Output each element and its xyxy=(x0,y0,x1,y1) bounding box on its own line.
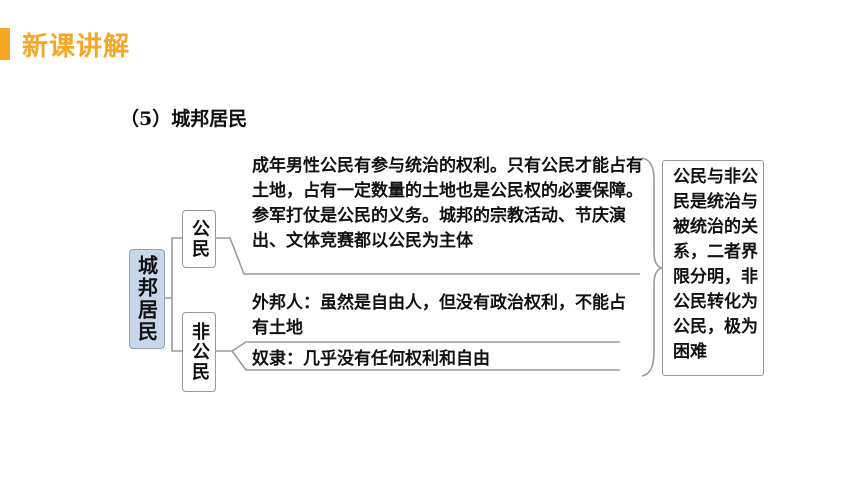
connector-noncitizen-slave xyxy=(231,350,620,371)
node-noncitizen: 非公民 xyxy=(182,312,216,392)
summary-box: 公民与非公民是统治与被统治的关系，二者界限分明，非公民转化为公民，极为困难 xyxy=(662,160,764,376)
citizen-description: 成年男性公民有参与统治的权利。只有公民才能占有土地，占有一定数量的土地也是公民权… xyxy=(252,156,643,251)
header-accent-bar xyxy=(0,28,10,60)
header-title: 新课讲解 xyxy=(22,32,131,62)
node-citizen: 公民 xyxy=(182,210,216,268)
slave-description: 奴隶：几乎没有任何权利和自由 xyxy=(252,349,490,369)
connector-root-citizen xyxy=(163,237,182,299)
connector-root-noncitizen xyxy=(171,298,182,352)
root-node-city-residents: 城邦居民 xyxy=(129,249,165,349)
summary-brace xyxy=(641,157,663,377)
section-title: （5）城邦居民 xyxy=(120,108,248,130)
connector-noncitizen-foreigner xyxy=(214,341,620,352)
connector-citizen-underline xyxy=(214,237,640,275)
foreigner-description: 外邦人：虽然是自由人，但没有政治权利，不能占有土地 xyxy=(252,293,626,338)
